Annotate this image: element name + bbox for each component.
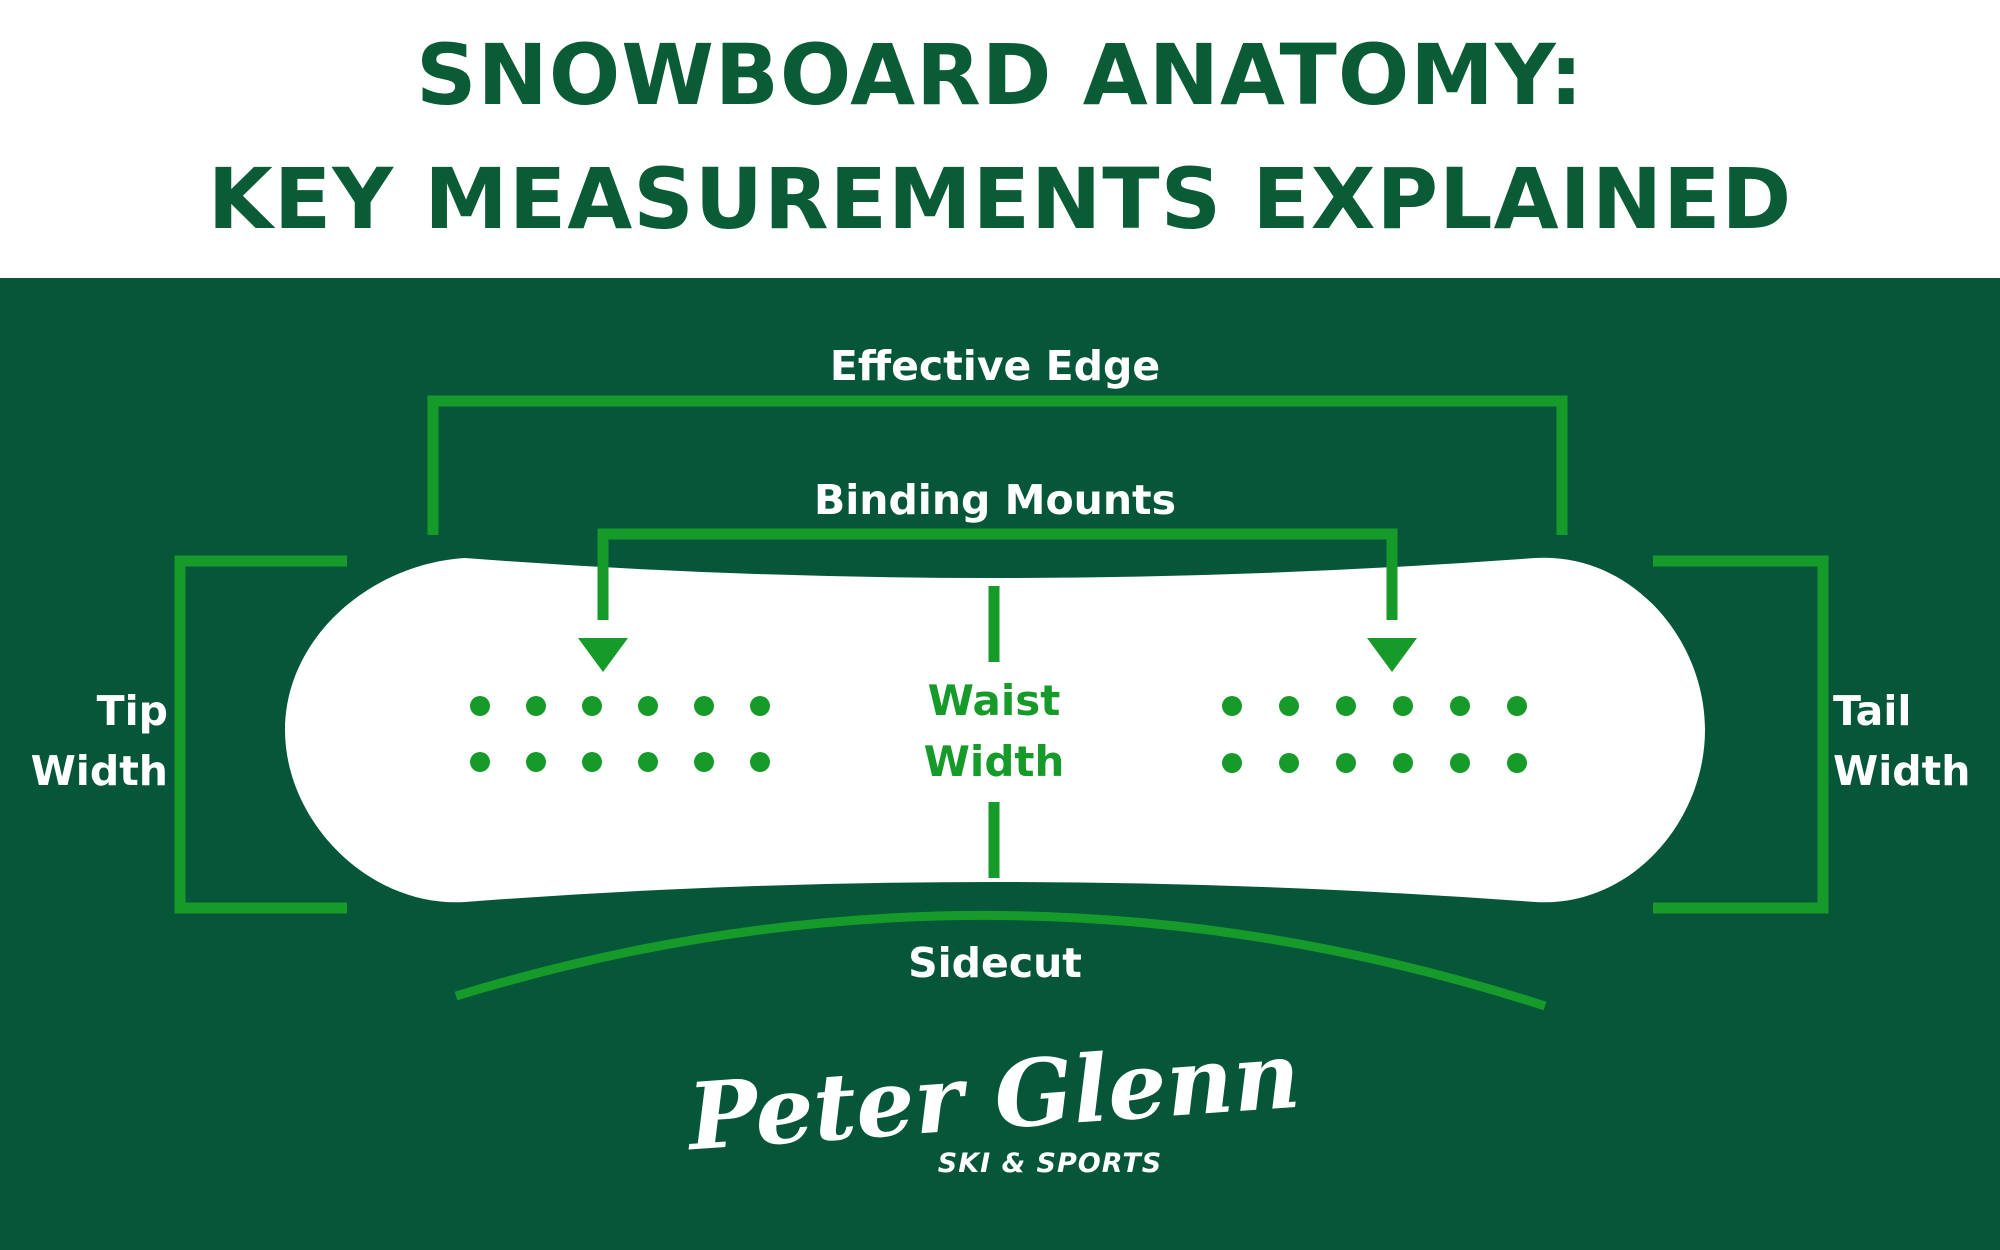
tail-width-label-line-2: Width	[1833, 747, 1970, 795]
insert-dot	[1222, 753, 1242, 773]
insert-dot	[1393, 753, 1413, 773]
logo-subtitle: SKI & SPORTS	[938, 1148, 1162, 1179]
tail-width-label-line-1: Tail	[1833, 687, 1911, 735]
binding-mounts-label: Binding Mounts	[814, 476, 1176, 524]
insert-dot	[1279, 696, 1299, 716]
left-binding-inserts	[470, 696, 770, 772]
snowboard-shape	[285, 557, 1705, 903]
insert-dot	[582, 696, 602, 716]
waist-width-label-line-2: Width	[924, 737, 1065, 786]
tip-width-label-line-1: Tip	[97, 687, 168, 735]
insert-dot	[526, 696, 546, 716]
insert-dot	[638, 696, 658, 716]
tip-width-label-line-2: Width	[31, 747, 168, 795]
sidecut-arc	[454, 911, 1547, 1011]
insert-dot	[582, 752, 602, 772]
peter-glenn-logo: Peter Glenn SKI & SPORTS	[682, 1021, 1304, 1179]
binding-mount-left-arrow-icon	[578, 638, 628, 672]
binding-mounts-bracket	[597, 528, 1398, 620]
insert-dot	[694, 696, 714, 716]
tip-width-bracket	[174, 555, 347, 914]
insert-dot	[1222, 696, 1242, 716]
title-line-2: KEY MEASUREMENTS EXPLAINED	[207, 150, 1793, 248]
insert-dot	[1279, 753, 1299, 773]
insert-dot	[694, 752, 714, 772]
insert-dot	[470, 752, 490, 772]
sidecut-label: Sidecut	[908, 939, 1082, 987]
insert-dot	[750, 752, 770, 772]
waist-width-label-line-1: Waist	[928, 676, 1061, 725]
insert-dot	[1450, 753, 1470, 773]
insert-dot	[1393, 696, 1413, 716]
insert-dot	[470, 696, 490, 716]
insert-dot	[1507, 696, 1527, 716]
insert-dot	[1507, 753, 1527, 773]
insert-dot	[750, 696, 770, 716]
effective-edge-label: Effective Edge	[830, 342, 1160, 390]
header: SNOWBOARD ANATOMY: KEY MEASUREMENTS EXPL…	[0, 0, 2000, 278]
insert-dot	[526, 752, 546, 772]
right-binding-inserts	[1222, 696, 1527, 773]
title-line-1: SNOWBOARD ANATOMY:	[416, 26, 1584, 124]
insert-dot	[1336, 753, 1356, 773]
binding-mount-right-arrow-icon	[1367, 638, 1417, 672]
tail-width-bracket	[1653, 555, 1829, 914]
insert-dot	[1450, 696, 1470, 716]
effective-edge-bracket	[427, 395, 1568, 535]
insert-dot	[638, 752, 658, 772]
insert-dot	[1336, 696, 1356, 716]
